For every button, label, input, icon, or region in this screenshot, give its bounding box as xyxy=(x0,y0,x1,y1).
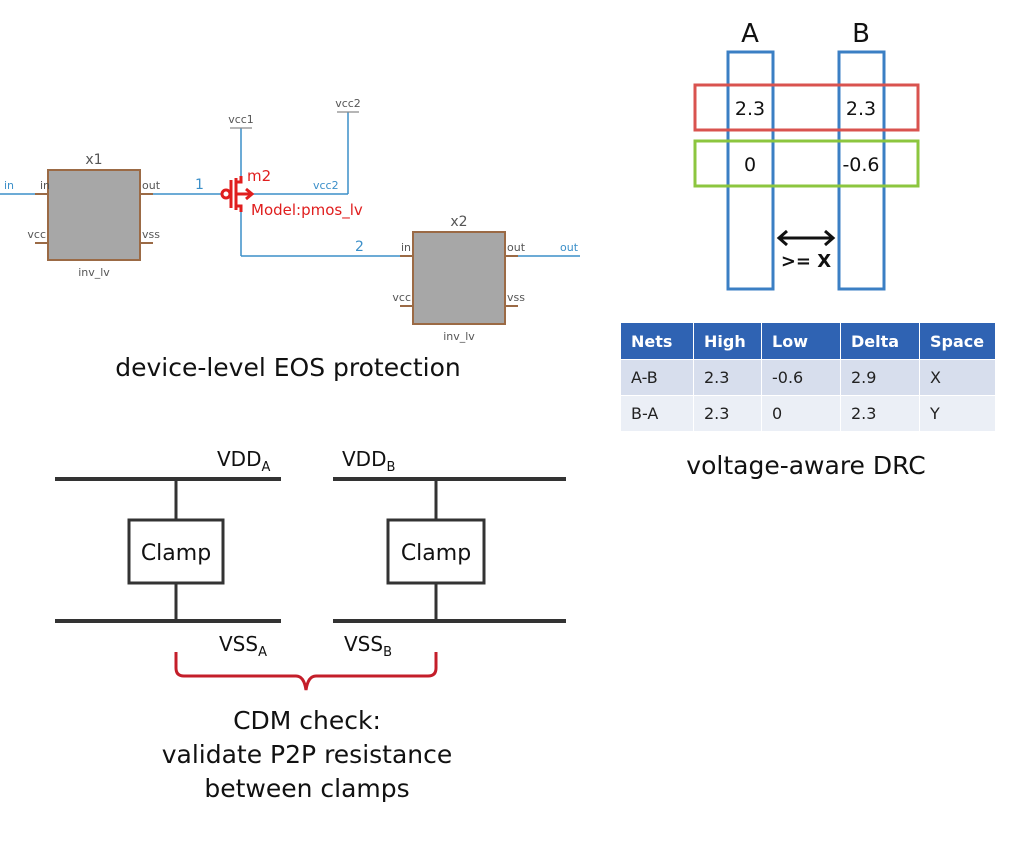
cell-space: Y xyxy=(919,395,996,432)
inverter-x2: x2 in vcc out vss inv_lv xyxy=(392,214,525,343)
x1-name: x1 xyxy=(85,152,102,168)
pmos-gate-bubble xyxy=(220,188,232,200)
x2-body xyxy=(412,231,506,325)
eos-schematic: x1 in vcc out vss inv_lv x2 in vcc out v… xyxy=(0,97,580,343)
cdm-caption-line1: CDM check: xyxy=(233,706,381,735)
table-row: A-B 2.3 -0.6 2.9 X xyxy=(620,359,996,396)
net-label-in: in xyxy=(4,179,14,192)
rails xyxy=(55,477,566,623)
cell-nets: A-B xyxy=(620,359,694,396)
eos-caption: device-level EOS protection xyxy=(115,353,461,382)
cell-low: -0.6 xyxy=(761,359,841,396)
x2-pin-stubs xyxy=(400,255,518,307)
vss-a-label: VSSA xyxy=(219,632,267,660)
x2-type: inv_lv xyxy=(443,330,475,343)
pmos-source xyxy=(236,176,243,184)
pmos-arrow xyxy=(245,187,255,201)
cell-nets: B-A xyxy=(620,395,694,432)
clamp-b xyxy=(386,518,486,585)
cell-delta: 2.3 xyxy=(840,395,920,432)
drc-diagram: A B 2.3 2.3 0 -0.6 >= X xyxy=(693,19,920,291)
x2-pin-out: out xyxy=(507,241,526,254)
net-label-out: out xyxy=(560,241,579,254)
x2-pin-in: in xyxy=(401,241,411,254)
x2-pin-vcc: vcc xyxy=(392,291,411,304)
table-row: B-A 2.3 0 2.3 Y xyxy=(620,395,996,432)
a-low-value: 0 xyxy=(744,154,756,176)
net-label-1: 1 xyxy=(195,177,204,193)
m2-model: Model:pmos_lv xyxy=(251,201,363,220)
pmos-m2-symbol xyxy=(220,176,255,212)
spacing-arrow xyxy=(776,229,836,247)
header-nets: Nets xyxy=(620,322,694,360)
spacing-label: >= X xyxy=(781,251,831,272)
x1-pin-in: in xyxy=(40,179,50,192)
m2-name: m2 xyxy=(247,167,271,185)
cell-delta: 2.9 xyxy=(840,359,920,396)
x1-body xyxy=(47,169,141,261)
cell-high: 2.3 xyxy=(693,359,762,396)
inverter-x1: x1 in vcc out vss inv_lv xyxy=(27,152,160,279)
x1-pin-vcc: vcc xyxy=(27,228,46,241)
cdm-caption-line2: validate P2P resistance xyxy=(162,740,453,769)
header-high: High xyxy=(693,322,762,360)
cdm-caption-line3: between clamps xyxy=(204,774,409,803)
a-high-value: 2.3 xyxy=(735,98,765,120)
header-low: Low xyxy=(761,322,841,360)
net-label-vcc2-wire: vcc2 xyxy=(313,179,339,192)
vss-b-label: VSSB xyxy=(344,632,392,660)
low-voltage-band xyxy=(693,139,920,188)
net-label-2: 2 xyxy=(355,239,364,255)
column-a xyxy=(726,50,775,291)
pmos-drain xyxy=(236,204,243,212)
x2-pin-vss: vss xyxy=(507,291,525,304)
x2-name: x2 xyxy=(450,214,467,230)
clamp-leads xyxy=(174,479,438,621)
schematic-wires xyxy=(0,112,580,257)
supply-stubs xyxy=(230,111,359,129)
supply-label-vcc2: vcc2 xyxy=(335,97,361,110)
x1-pin-vss: vss xyxy=(142,228,160,241)
column-b xyxy=(837,50,886,291)
table-header-row: Nets High Low Delta Space xyxy=(620,322,996,360)
b-high-value: 2.3 xyxy=(846,98,876,120)
cell-high: 2.3 xyxy=(693,395,762,432)
cdm-brace xyxy=(174,652,438,691)
cdm-diagram: Clamp Clamp VDDA VDDB VSSA VSSB xyxy=(55,447,566,691)
net-voltage-table: Nets High Low Delta Space A-B 2.3 -0.6 2… xyxy=(620,322,996,432)
column-label-a: A xyxy=(741,19,759,49)
header-delta: Delta xyxy=(840,322,920,360)
x1-type: inv_lv xyxy=(78,266,110,279)
x1-pin-out: out xyxy=(142,179,161,192)
high-voltage-band xyxy=(693,83,920,132)
clamp-b-label: Clamp xyxy=(401,541,471,566)
clamp-a xyxy=(127,518,225,585)
cell-low: 0 xyxy=(761,395,841,432)
cell-space: X xyxy=(919,359,996,396)
column-label-b: B xyxy=(852,19,870,49)
x1-pin-stubs xyxy=(35,193,153,244)
drc-caption: voltage-aware DRC xyxy=(686,451,925,480)
vdd-a-label: VDDA xyxy=(217,447,270,475)
supply-label-vcc1: vcc1 xyxy=(228,113,254,126)
clamp-a-label: Clamp xyxy=(141,541,211,566)
header-space: Space xyxy=(919,322,996,360)
vdd-b-label: VDDB xyxy=(342,447,395,475)
b-low-value: -0.6 xyxy=(842,154,879,176)
